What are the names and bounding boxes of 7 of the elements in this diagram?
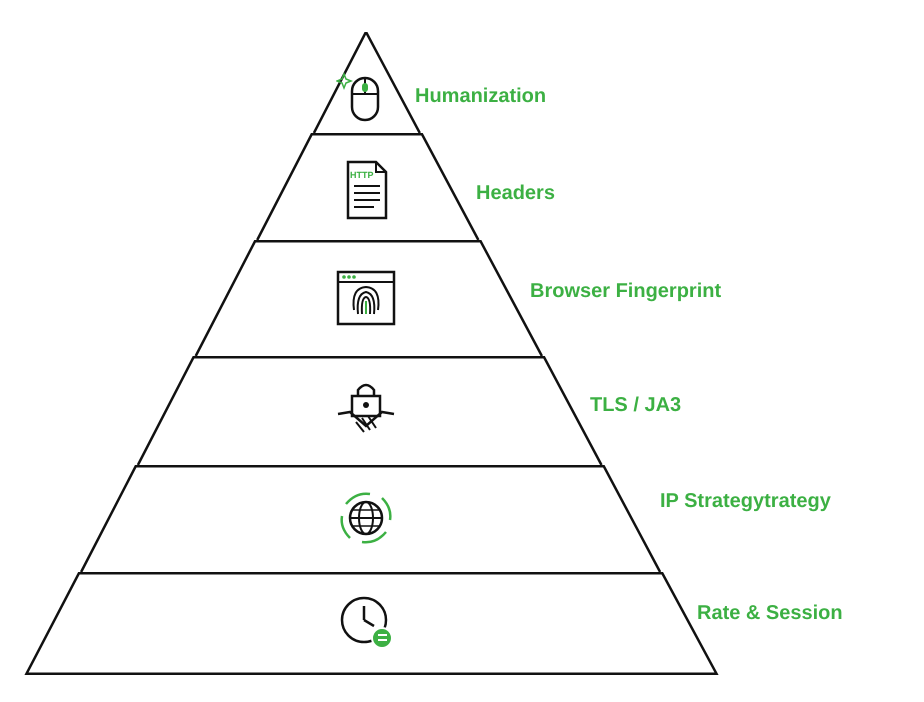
layer-label: Headers	[476, 181, 555, 205]
layer-label: Browser Fingerprint	[530, 279, 722, 303]
layer-label: Rate & Session	[697, 601, 843, 625]
layer-label: IP Strategytrategy	[660, 489, 831, 513]
icon-caption: HTTP	[350, 170, 374, 180]
layer-label: Humanization	[415, 84, 546, 108]
layer-label: TLS / JA3	[590, 393, 682, 417]
